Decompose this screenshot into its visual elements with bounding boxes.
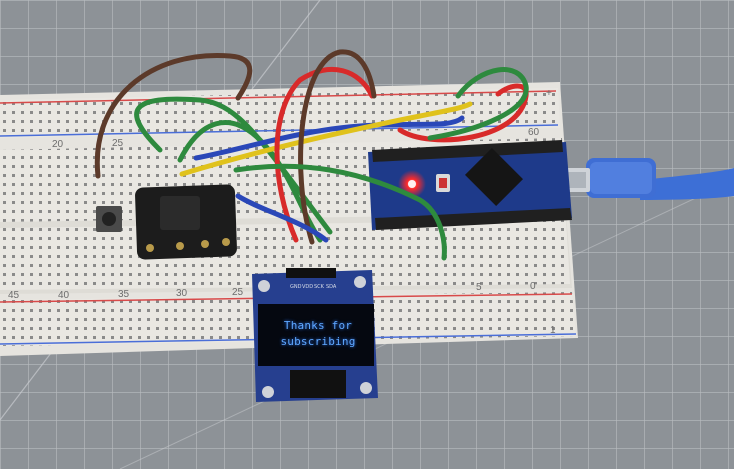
col-number: 25	[232, 287, 244, 298]
oled-pin-label: GND	[290, 284, 302, 290]
col-number: 20	[52, 139, 64, 150]
oled-pin-label: VDD	[302, 284, 313, 290]
col-number: 40	[58, 290, 70, 301]
col-number: 60	[528, 127, 540, 138]
col-number: 35	[118, 289, 130, 300]
oled-line-2: subscribing	[280, 335, 356, 348]
push-button	[96, 206, 122, 232]
rail-mark: 1	[550, 325, 556, 336]
col-number: 30	[176, 288, 188, 299]
rail-mark: +	[546, 88, 552, 99]
oled-display: GND VDD SCK SDA	[252, 268, 378, 402]
oled-pin-label: SDA	[326, 284, 337, 290]
oled-line-1: Thanks for	[283, 319, 353, 332]
arduino-nano	[368, 140, 572, 230]
sensor-module	[135, 184, 237, 260]
jumper-wires	[94, 49, 529, 261]
oled-pin-label: SCK	[314, 284, 325, 290]
col-number: 25	[112, 138, 124, 149]
col-number: 5	[476, 282, 482, 293]
col-number: 45	[8, 290, 20, 301]
oled-screen-text: Thanks for subscribing	[262, 318, 374, 350]
col-number: 0	[530, 281, 536, 292]
